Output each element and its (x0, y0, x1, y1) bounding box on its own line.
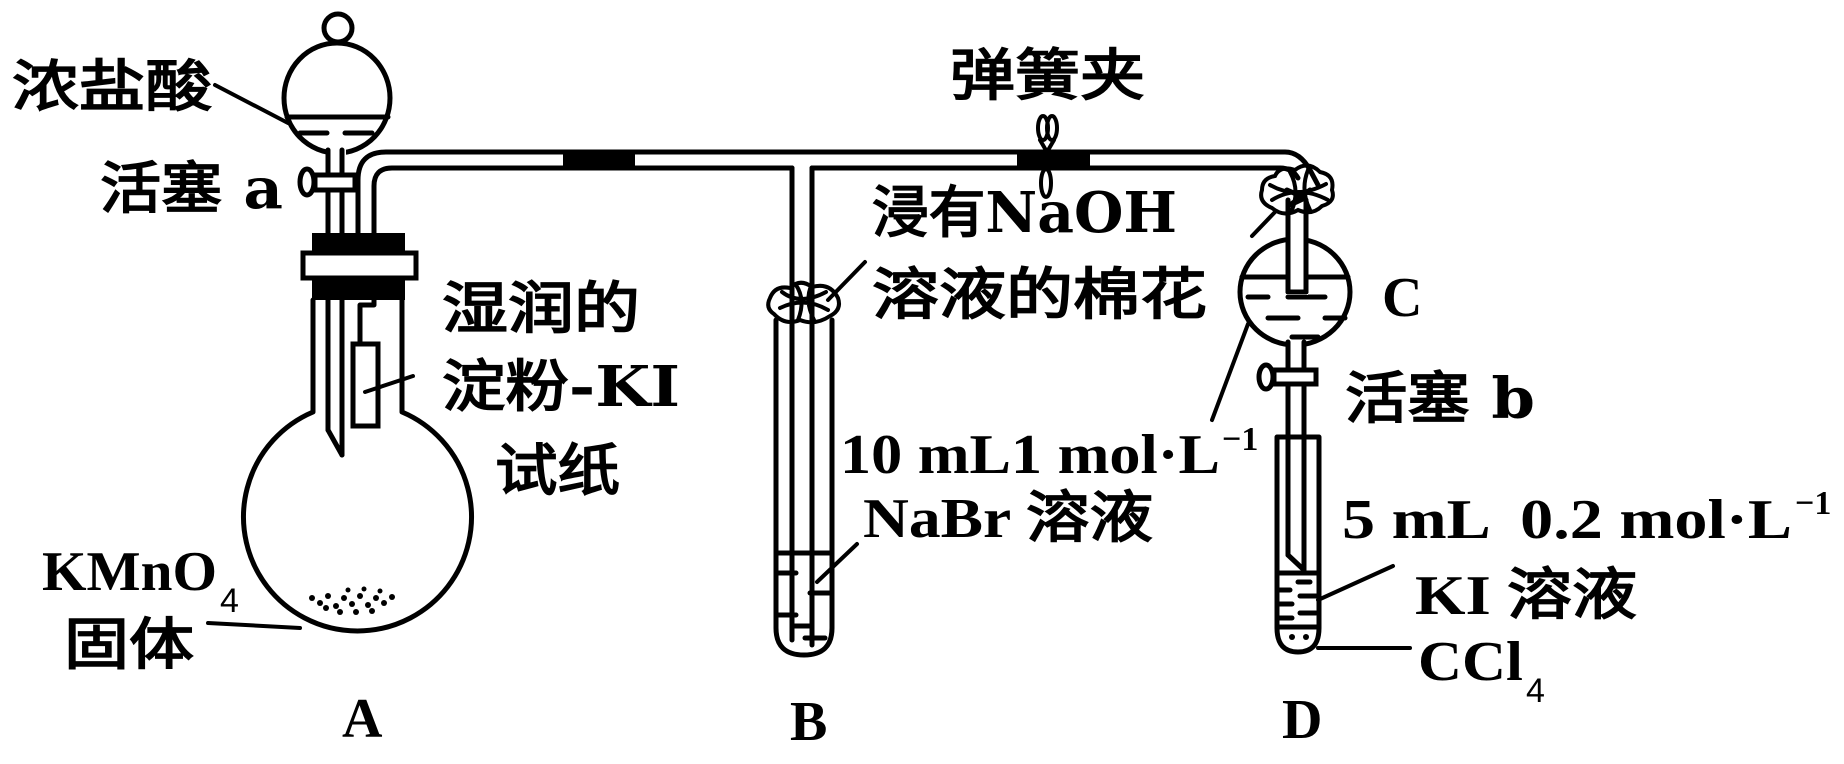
ki-solution-label: KI 溶液 (1415, 565, 1637, 627)
funnel-c-label: C (1382, 267, 1422, 329)
naoh-cotton-b-icon (766, 280, 841, 325)
kmno4-subscript: 4 (220, 582, 239, 620)
starch-ki-label-line3: 试纸 (495, 438, 620, 504)
nabr-solution-label: NaBr 溶液 (863, 488, 1153, 550)
ki-concentration-text: 5 mL 0.2 mol·L (1342, 489, 1792, 551)
naoh-cotton-label-line2: 溶液的棉花 (872, 262, 1207, 328)
nabr-concentration-text: 10 mL1 mol·L (840, 424, 1220, 486)
separatory-funnel-a (281, 11, 393, 248)
conc-hcl-label: 浓盐酸 (12, 54, 213, 120)
stopcock-b-icon[interactable] (1256, 362, 1319, 392)
naoh-cotton-c-pointer (1250, 210, 1277, 238)
starch-ki-label-line2: 淀粉-KI (442, 354, 680, 420)
stopcock-a-icon[interactable] (297, 166, 358, 198)
starch-ki-paper (350, 341, 381, 429)
flask-collar (300, 250, 419, 281)
rubber-connector-clamped (1017, 150, 1090, 170)
test-tube-b (773, 317, 835, 658)
starch-ki-pointer (363, 374, 415, 394)
stopcock-b-label: 活塞 b (1345, 366, 1535, 432)
spring-clamp-label: 弹簧夹 (950, 43, 1145, 109)
kmno4-solid-particles (309, 586, 395, 615)
kmno4-pointer (206, 621, 302, 630)
ccl4-formula: CCl (1418, 631, 1523, 693)
naoh-cotton-label-line1: 浸有NaOH (872, 180, 1177, 246)
ki-solution-pointer (1316, 564, 1395, 602)
apparatus-label-a: A (342, 688, 383, 750)
stopcock-a-label: 活塞 a (100, 156, 283, 222)
conc-hcl-pointer (213, 83, 290, 125)
nabr-concentration-sup: −1 (1222, 421, 1258, 458)
nabr-pointer (815, 542, 859, 584)
apparatus-label-d: D (1282, 689, 1322, 751)
kmno4-formula: KMnO (42, 541, 217, 603)
naoh-cotton-pointer (826, 260, 867, 302)
test-tube-d (1274, 434, 1322, 655)
rubber-stopper-lower (312, 278, 405, 300)
round-bottom-flask-a (241, 297, 474, 634)
naoh-cotton-c-icon (1259, 163, 1335, 216)
ccl4-subscript: 4 (1526, 672, 1545, 710)
funnel-c-liquid-pointer (1210, 322, 1250, 422)
spring-clamp-icon[interactable] (1036, 114, 1059, 199)
starch-ki-label-line1: 湿润的 (442, 276, 640, 342)
kmno4-state-label: 固体 (64, 612, 194, 678)
apparatus-label-b: B (790, 691, 827, 753)
ki-concentration-sup: −1 (1795, 485, 1831, 522)
rubber-connector (563, 150, 635, 170)
rubber-stopper (312, 233, 405, 255)
